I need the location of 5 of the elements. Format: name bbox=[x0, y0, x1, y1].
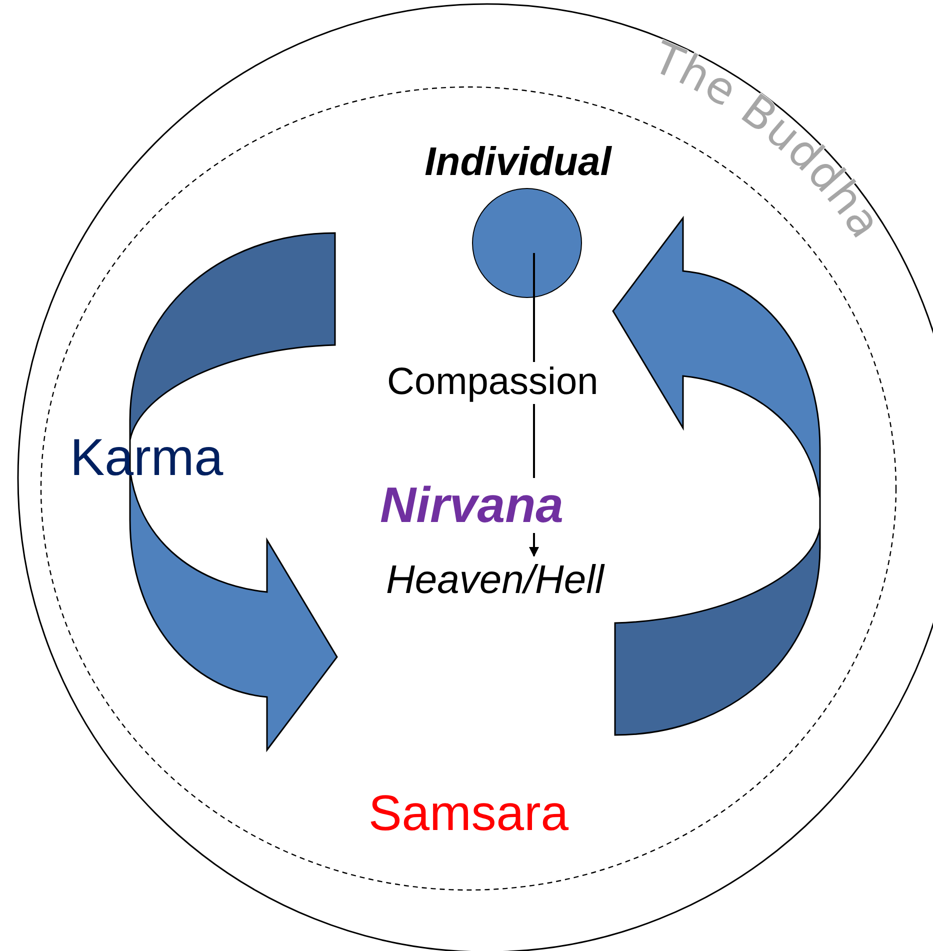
region-label: Samsara bbox=[367, 786, 570, 841]
node-label: Heaven/Hell bbox=[385, 558, 606, 602]
text-label: Nirvana bbox=[380, 478, 564, 533]
node-heading: Individual bbox=[424, 140, 613, 184]
edge-label: Compassion bbox=[387, 362, 598, 404]
